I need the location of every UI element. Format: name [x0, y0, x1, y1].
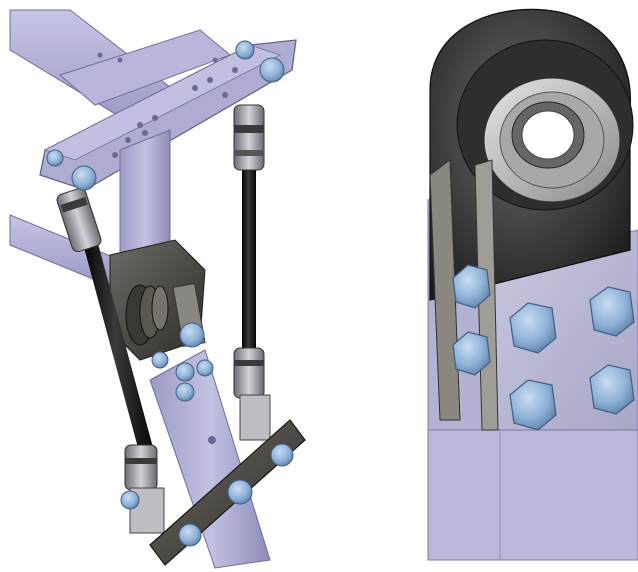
- detail-bolt-a: [509, 302, 557, 354]
- frame-lower-tube: [149, 349, 271, 569]
- bolt-mid-3: [196, 359, 214, 377]
- detail-bolt-lower-left: [452, 331, 491, 376]
- bolt-bar-right: [270, 443, 294, 467]
- bolt-hinge: [179, 322, 205, 348]
- left-panel-linkage-assembly: [9, 9, 306, 569]
- bolt-mid-2: [175, 362, 195, 382]
- plate-holes: [97, 52, 238, 158]
- linkage-rod-right: [242, 165, 256, 360]
- rod-end-bottom-left: [124, 444, 165, 534]
- detail-bolt-heads: [452, 264, 635, 431]
- rod-end-top-right: [233, 104, 265, 171]
- detail-strap: [429, 159, 461, 421]
- detail-lower-body: [427, 429, 638, 561]
- bolt-bar-left: [178, 523, 202, 547]
- bearing-housing: [429, 8, 634, 301]
- rod-end-bottom-right: [233, 347, 271, 441]
- detail-bolt-upper-left: [452, 264, 491, 309]
- bolt-left-back: [46, 149, 64, 167]
- detail-bolt-c: [509, 379, 557, 431]
- detail-bolt-d: [589, 364, 635, 415]
- bolt-mid-4: [175, 382, 195, 402]
- right-panel-bearing-detail: [427, 8, 638, 561]
- rod-end-top-left: [56, 187, 102, 253]
- bolt-heads: [46, 40, 294, 547]
- bolt-top-right: [259, 57, 285, 83]
- hinge-rings: [125, 284, 169, 346]
- linkage-rod-left: [82, 236, 155, 459]
- top-plate-face: [43, 44, 282, 161]
- bolt-mid-1: [151, 351, 169, 369]
- detail-bolt-b: [589, 286, 635, 337]
- bolt-top-back: [235, 40, 255, 60]
- lower-tube-hole: [208, 436, 216, 444]
- bolt-bar-mid: [227, 479, 253, 505]
- bolt-top-left: [71, 165, 97, 191]
- bolt-rod-end-left: [120, 490, 140, 510]
